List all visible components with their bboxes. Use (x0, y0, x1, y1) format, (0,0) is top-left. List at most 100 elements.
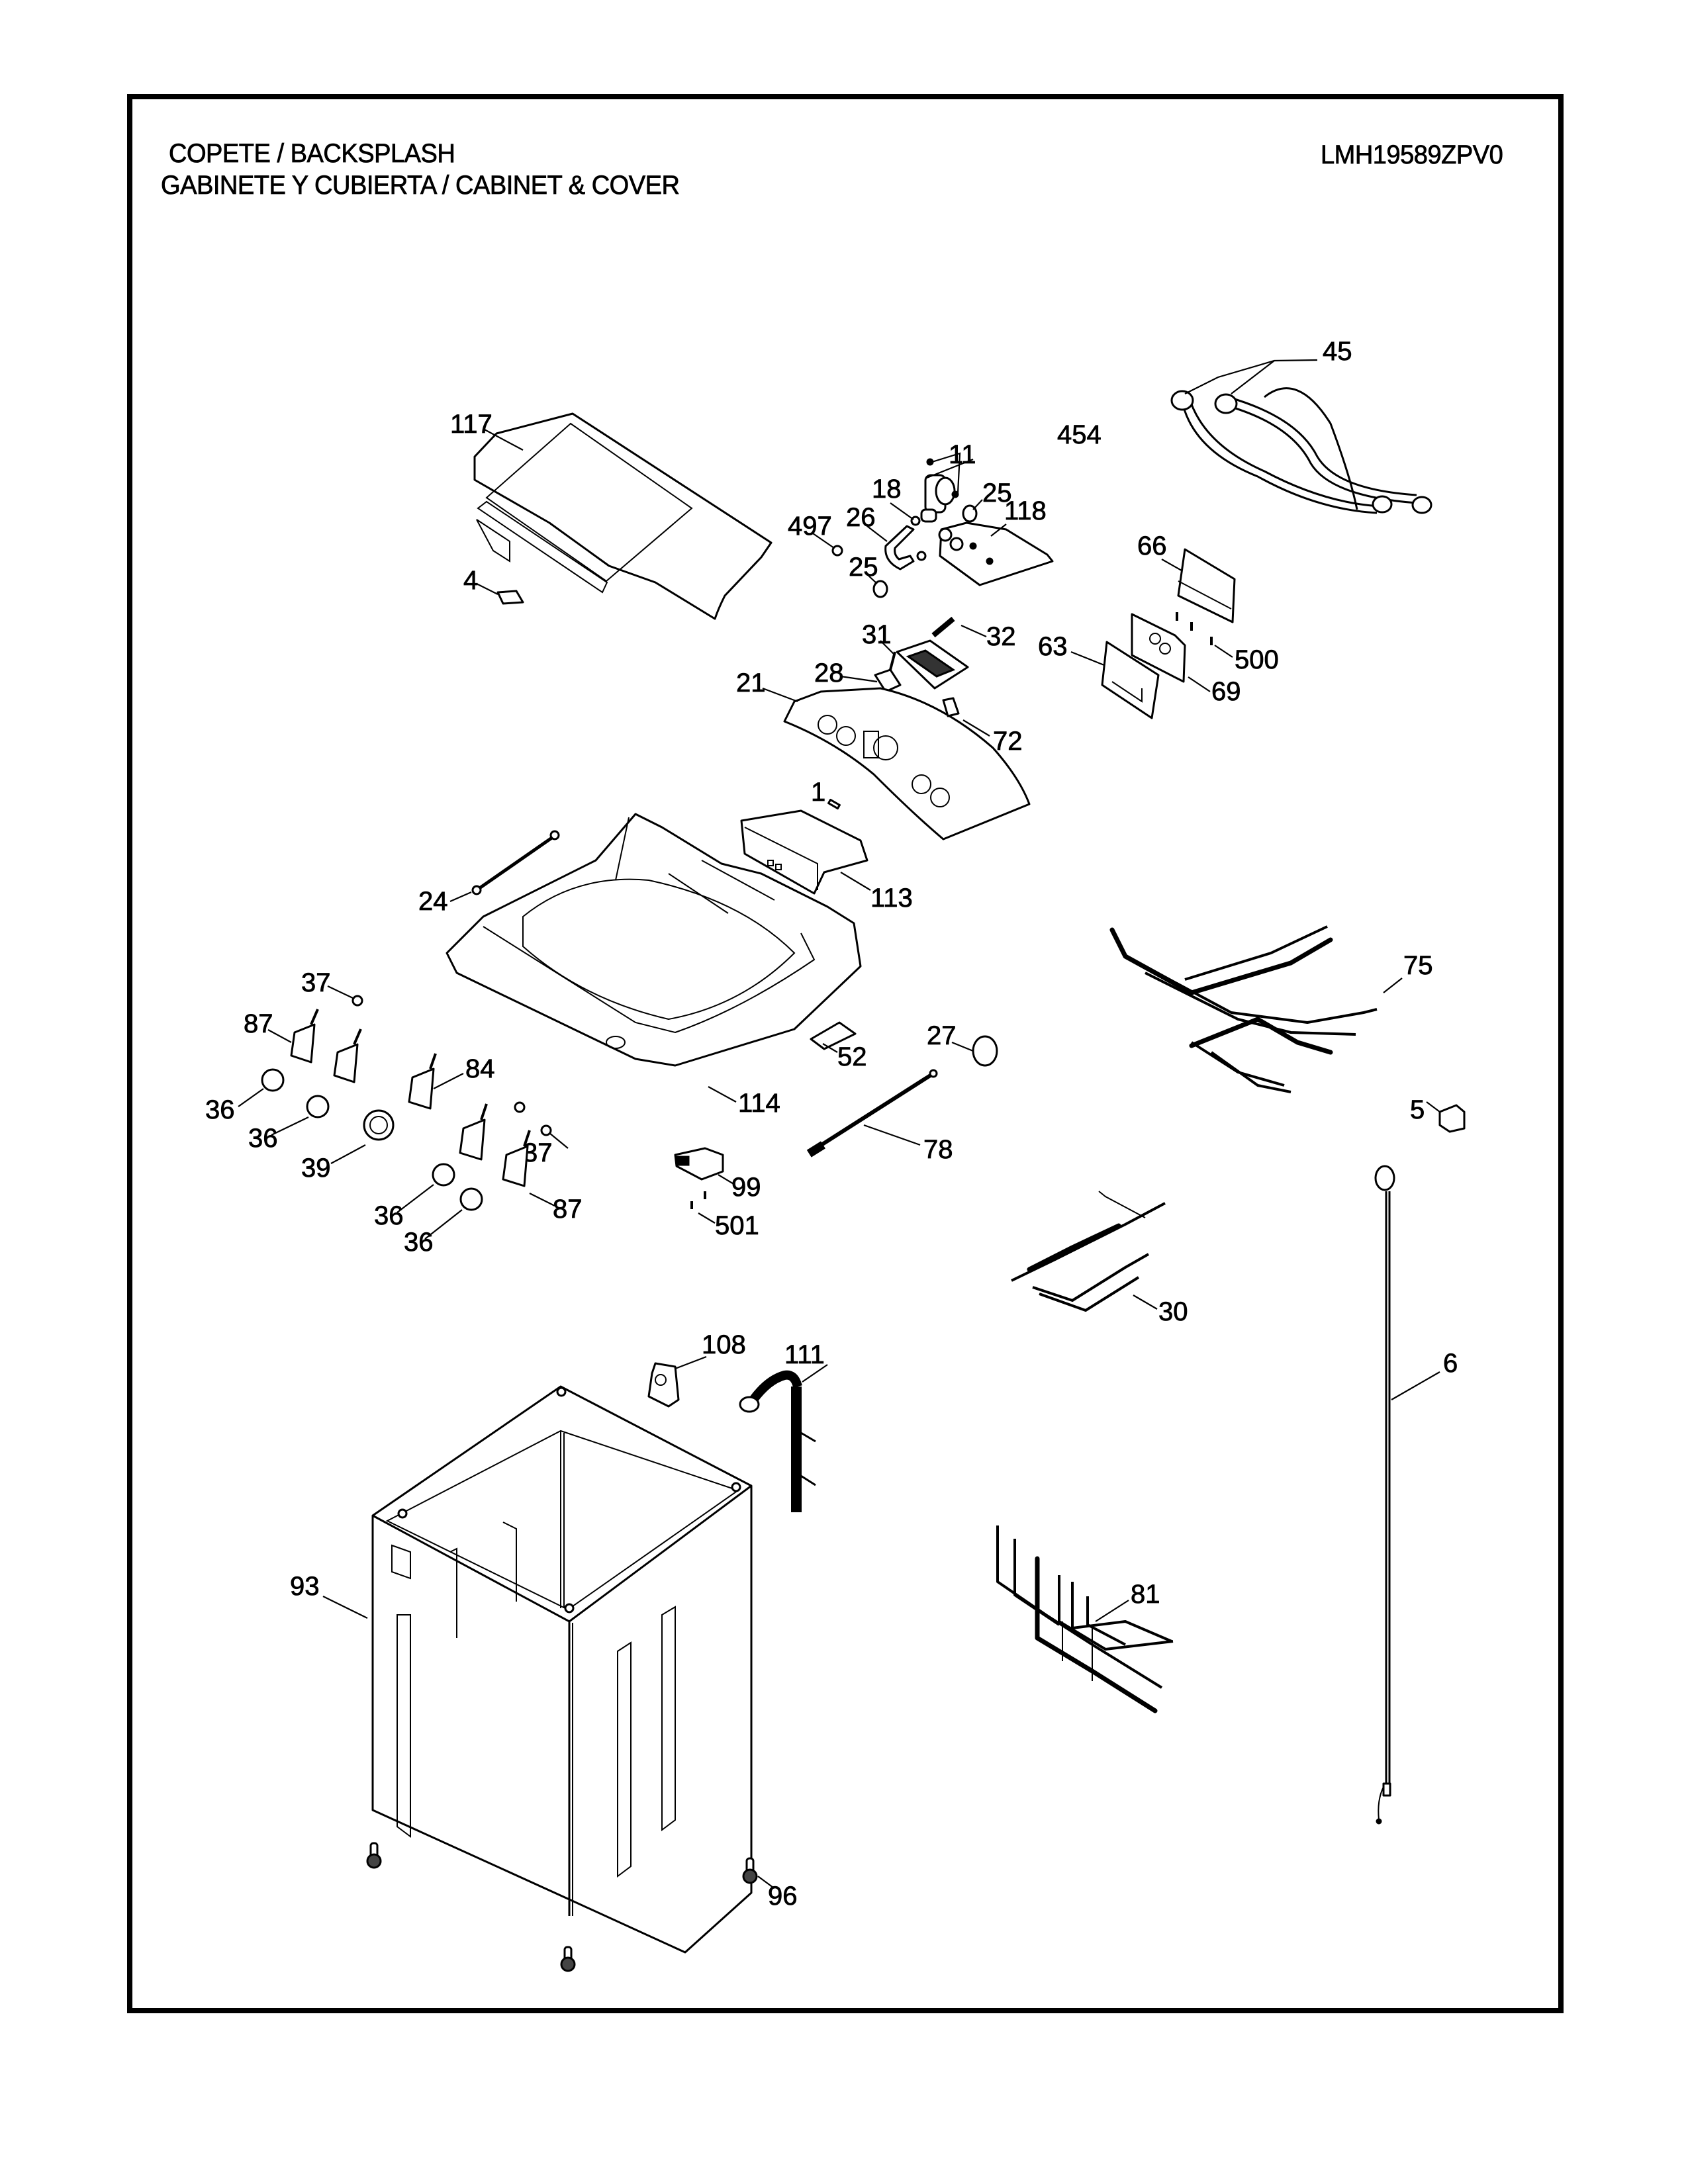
leader-11 (926, 458, 974, 479)
callout-32: 32 (986, 622, 1016, 651)
part-pcb-case[interactable] (1101, 641, 1160, 719)
part-detergent-drawer[interactable] (740, 809, 868, 895)
part-screw[interactable] (951, 490, 959, 498)
callout-21: 21 (736, 668, 766, 698)
leader-72 (962, 719, 990, 737)
part-leveling-foot[interactable] (366, 1842, 382, 1869)
part-encoder[interactable] (502, 1130, 531, 1187)
leader-99 (718, 1174, 735, 1185)
part-harness-30[interactable] (1011, 1191, 1166, 1312)
callout-497: 497 (788, 512, 832, 541)
part-plate[interactable] (810, 1021, 857, 1050)
leader-45 (1184, 359, 1318, 394)
callout-30: 30 (1158, 1297, 1188, 1326)
part-screws[interactable] (1176, 612, 1213, 645)
callout-454: 454 (1057, 420, 1102, 449)
part-screw[interactable] (926, 458, 934, 466)
callout-114: 114 (738, 1089, 780, 1118)
part-encoder[interactable] (333, 1028, 362, 1083)
part-valve-bracket[interactable] (938, 522, 1054, 586)
leader-18 (890, 502, 914, 520)
leader-24 (449, 891, 472, 903)
callout-72: 72 (993, 727, 1023, 756)
part-valve-hose[interactable] (884, 525, 915, 570)
callout-39: 39 (301, 1154, 331, 1183)
leader-454 (931, 452, 961, 494)
part-water-valve[interactable] (920, 474, 956, 523)
part-clip[interactable] (514, 1101, 526, 1113)
part-lid-switch[interactable] (972, 1035, 998, 1067)
part-switch[interactable] (874, 651, 902, 693)
part-door-lock[interactable] (674, 1147, 724, 1181)
part-knob-large[interactable] (363, 1109, 395, 1141)
part-encoder[interactable] (408, 1053, 437, 1110)
leader-63 (1070, 651, 1105, 666)
part-control-panel[interactable] (783, 687, 1031, 841)
part-leveling-foot[interactable] (560, 1946, 576, 1972)
leader-26 (867, 525, 888, 542)
leader-37-upper (327, 985, 353, 999)
callout-63: 63 (1038, 632, 1068, 661)
part-display-cover[interactable] (896, 639, 969, 690)
part-hose[interactable] (471, 830, 560, 895)
part-harness-81[interactable] (996, 1525, 1174, 1713)
callout-84: 84 (465, 1054, 495, 1083)
callout-93: 93 (290, 1572, 320, 1601)
callout-87-upper: 87 (244, 1009, 273, 1038)
part-connector[interactable] (1438, 1104, 1466, 1133)
part-badge[interactable] (496, 590, 524, 605)
callout-1: 1 (811, 778, 825, 807)
leader-75 (1383, 978, 1403, 993)
leader-111 (802, 1364, 828, 1383)
callout-36-b: 36 (248, 1124, 278, 1153)
diagram-border (127, 94, 1564, 2013)
callout-87-lower: 87 (553, 1195, 583, 1224)
callout-11: 11 (949, 440, 976, 469)
callout-36-d: 36 (404, 1228, 434, 1257)
leader-113 (840, 872, 871, 891)
part-encoder[interactable] (290, 1009, 319, 1064)
callout-66: 66 (1137, 531, 1167, 561)
leader-4 (476, 583, 498, 595)
part-inlet-hoses[interactable] (1170, 387, 1432, 514)
callout-113: 113 (870, 884, 913, 913)
part-buzzer[interactable] (942, 697, 960, 717)
part-wire-harness-75[interactable] (1109, 925, 1378, 1093)
part-harness-78[interactable] (806, 1069, 938, 1158)
part-main-pcb[interactable] (1131, 613, 1186, 683)
leader-84 (433, 1073, 464, 1089)
part-cabinet[interactable] (371, 1385, 753, 1954)
callout-99: 99 (731, 1173, 761, 1202)
part-knob[interactable] (432, 1163, 455, 1187)
callout-25-lower: 25 (849, 553, 878, 582)
part-leveling-foot[interactable] (742, 1857, 758, 1884)
callout-45: 45 (1323, 337, 1352, 366)
part-clip[interactable] (540, 1124, 552, 1136)
part-hose-clamp[interactable] (916, 551, 927, 561)
part-top-cover[interactable] (473, 412, 773, 620)
leader-27 (951, 1041, 974, 1052)
diagram-title-cabinet: GABINETE Y CUBIERTA / CABINET & COVER (161, 171, 680, 201)
part-knob[interactable] (459, 1187, 483, 1211)
part-screws-501[interactable] (690, 1191, 706, 1209)
part-knob[interactable] (306, 1095, 330, 1118)
part-top-frame[interactable] (445, 813, 862, 1067)
part-power-cord[interactable] (1374, 1165, 1395, 1825)
leader-31 (880, 640, 896, 656)
part-encoder[interactable] (459, 1103, 488, 1161)
part-knob[interactable] (261, 1068, 285, 1092)
part-grommet[interactable] (831, 545, 843, 557)
part-clip[interactable] (352, 995, 363, 1007)
callout-52: 52 (837, 1042, 867, 1071)
callout-36-a: 36 (205, 1095, 235, 1124)
part-light-pipe[interactable] (931, 616, 955, 638)
leader-36-a (238, 1088, 264, 1107)
callout-111: 111 (784, 1340, 825, 1369)
part-bracket-108[interactable] (647, 1362, 680, 1408)
part-drain-hose[interactable] (739, 1370, 816, 1512)
part-hose-clamp[interactable] (872, 580, 888, 598)
part-nameplate[interactable] (827, 798, 841, 810)
part-pcb-bracket[interactable] (1177, 548, 1236, 623)
callout-27: 27 (927, 1021, 957, 1050)
